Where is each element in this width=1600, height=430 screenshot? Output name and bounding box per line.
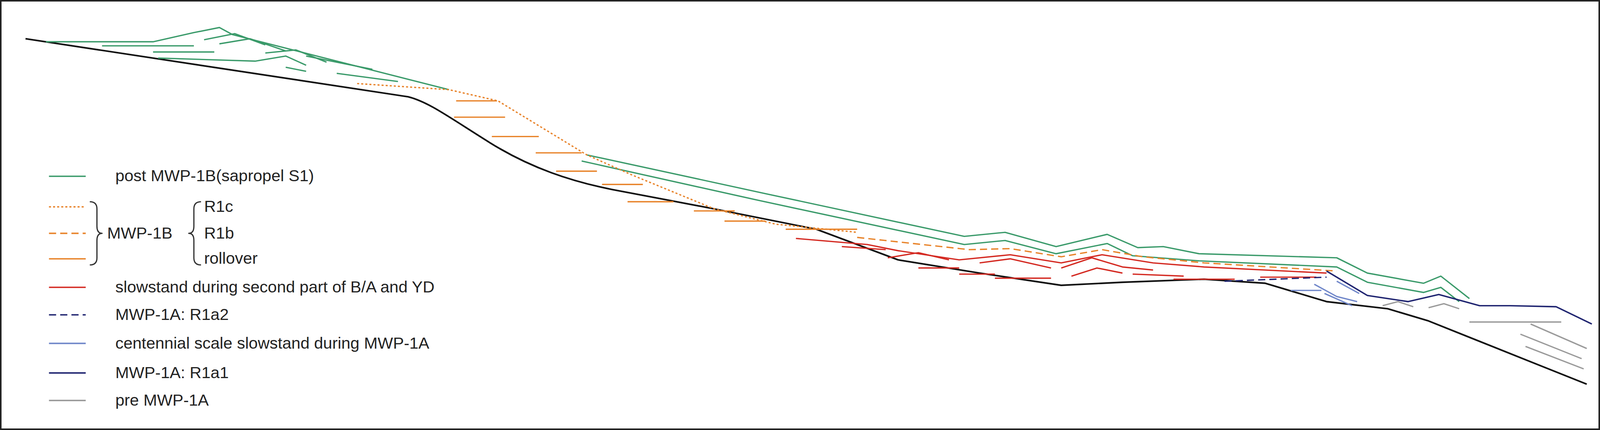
legend-text: R1b xyxy=(204,224,235,242)
legend-swatch xyxy=(49,372,86,375)
slowstand-layers xyxy=(796,238,1327,280)
legend-swatch xyxy=(49,175,86,178)
r1a1-layer xyxy=(1326,271,1593,325)
legend-swatch xyxy=(49,258,86,260)
legend-entry: R1b xyxy=(204,224,235,243)
legend-entry: pre MWP-1A xyxy=(115,391,209,410)
post-mwp1b-layers xyxy=(46,27,1470,302)
pre-mwp1a-layers xyxy=(1382,301,1587,369)
legend-swatch xyxy=(49,342,86,345)
legend-text: pre MWP-1A xyxy=(115,391,209,409)
legend-swatch xyxy=(49,314,86,316)
legend-text: rollover xyxy=(204,249,258,268)
base-surface xyxy=(25,38,1587,385)
bracket-label: MWP-1B xyxy=(106,224,173,243)
legend-text: MWP-1A: R1a1 xyxy=(115,363,229,382)
legend-swatch xyxy=(49,286,86,289)
legend-text: post MWP-1B(sapropel S1) xyxy=(115,167,314,185)
legend-entry: centennial scale slowstand during MWP-1A xyxy=(115,334,430,353)
legend-swatch xyxy=(49,400,86,402)
bracket xyxy=(89,201,102,266)
legend-entry: slowstand during second part of B/A and … xyxy=(115,278,435,297)
legend-entry: rollover xyxy=(204,249,258,269)
legend-swatch xyxy=(49,206,86,208)
legend-entry: MWP-1A: R1a1 xyxy=(115,363,229,383)
legend-entry: R1c xyxy=(204,197,234,217)
bracket-label-text: MWP-1B xyxy=(106,224,173,242)
legend-text: MWP-1A: R1a2 xyxy=(115,305,229,324)
r1a2-layer xyxy=(1224,277,1327,282)
legend-swatch xyxy=(49,232,86,235)
legend-entry: MWP-1A: R1a2 xyxy=(115,305,229,325)
legend-text: slowstand during second part of B/A and … xyxy=(115,278,435,296)
legend-text: centennial scale slowstand during MWP-1A xyxy=(115,334,430,352)
legend-text: R1c xyxy=(204,197,234,216)
bracket xyxy=(188,201,201,266)
legend-entry: post MWP-1B(sapropel S1) xyxy=(115,167,314,186)
